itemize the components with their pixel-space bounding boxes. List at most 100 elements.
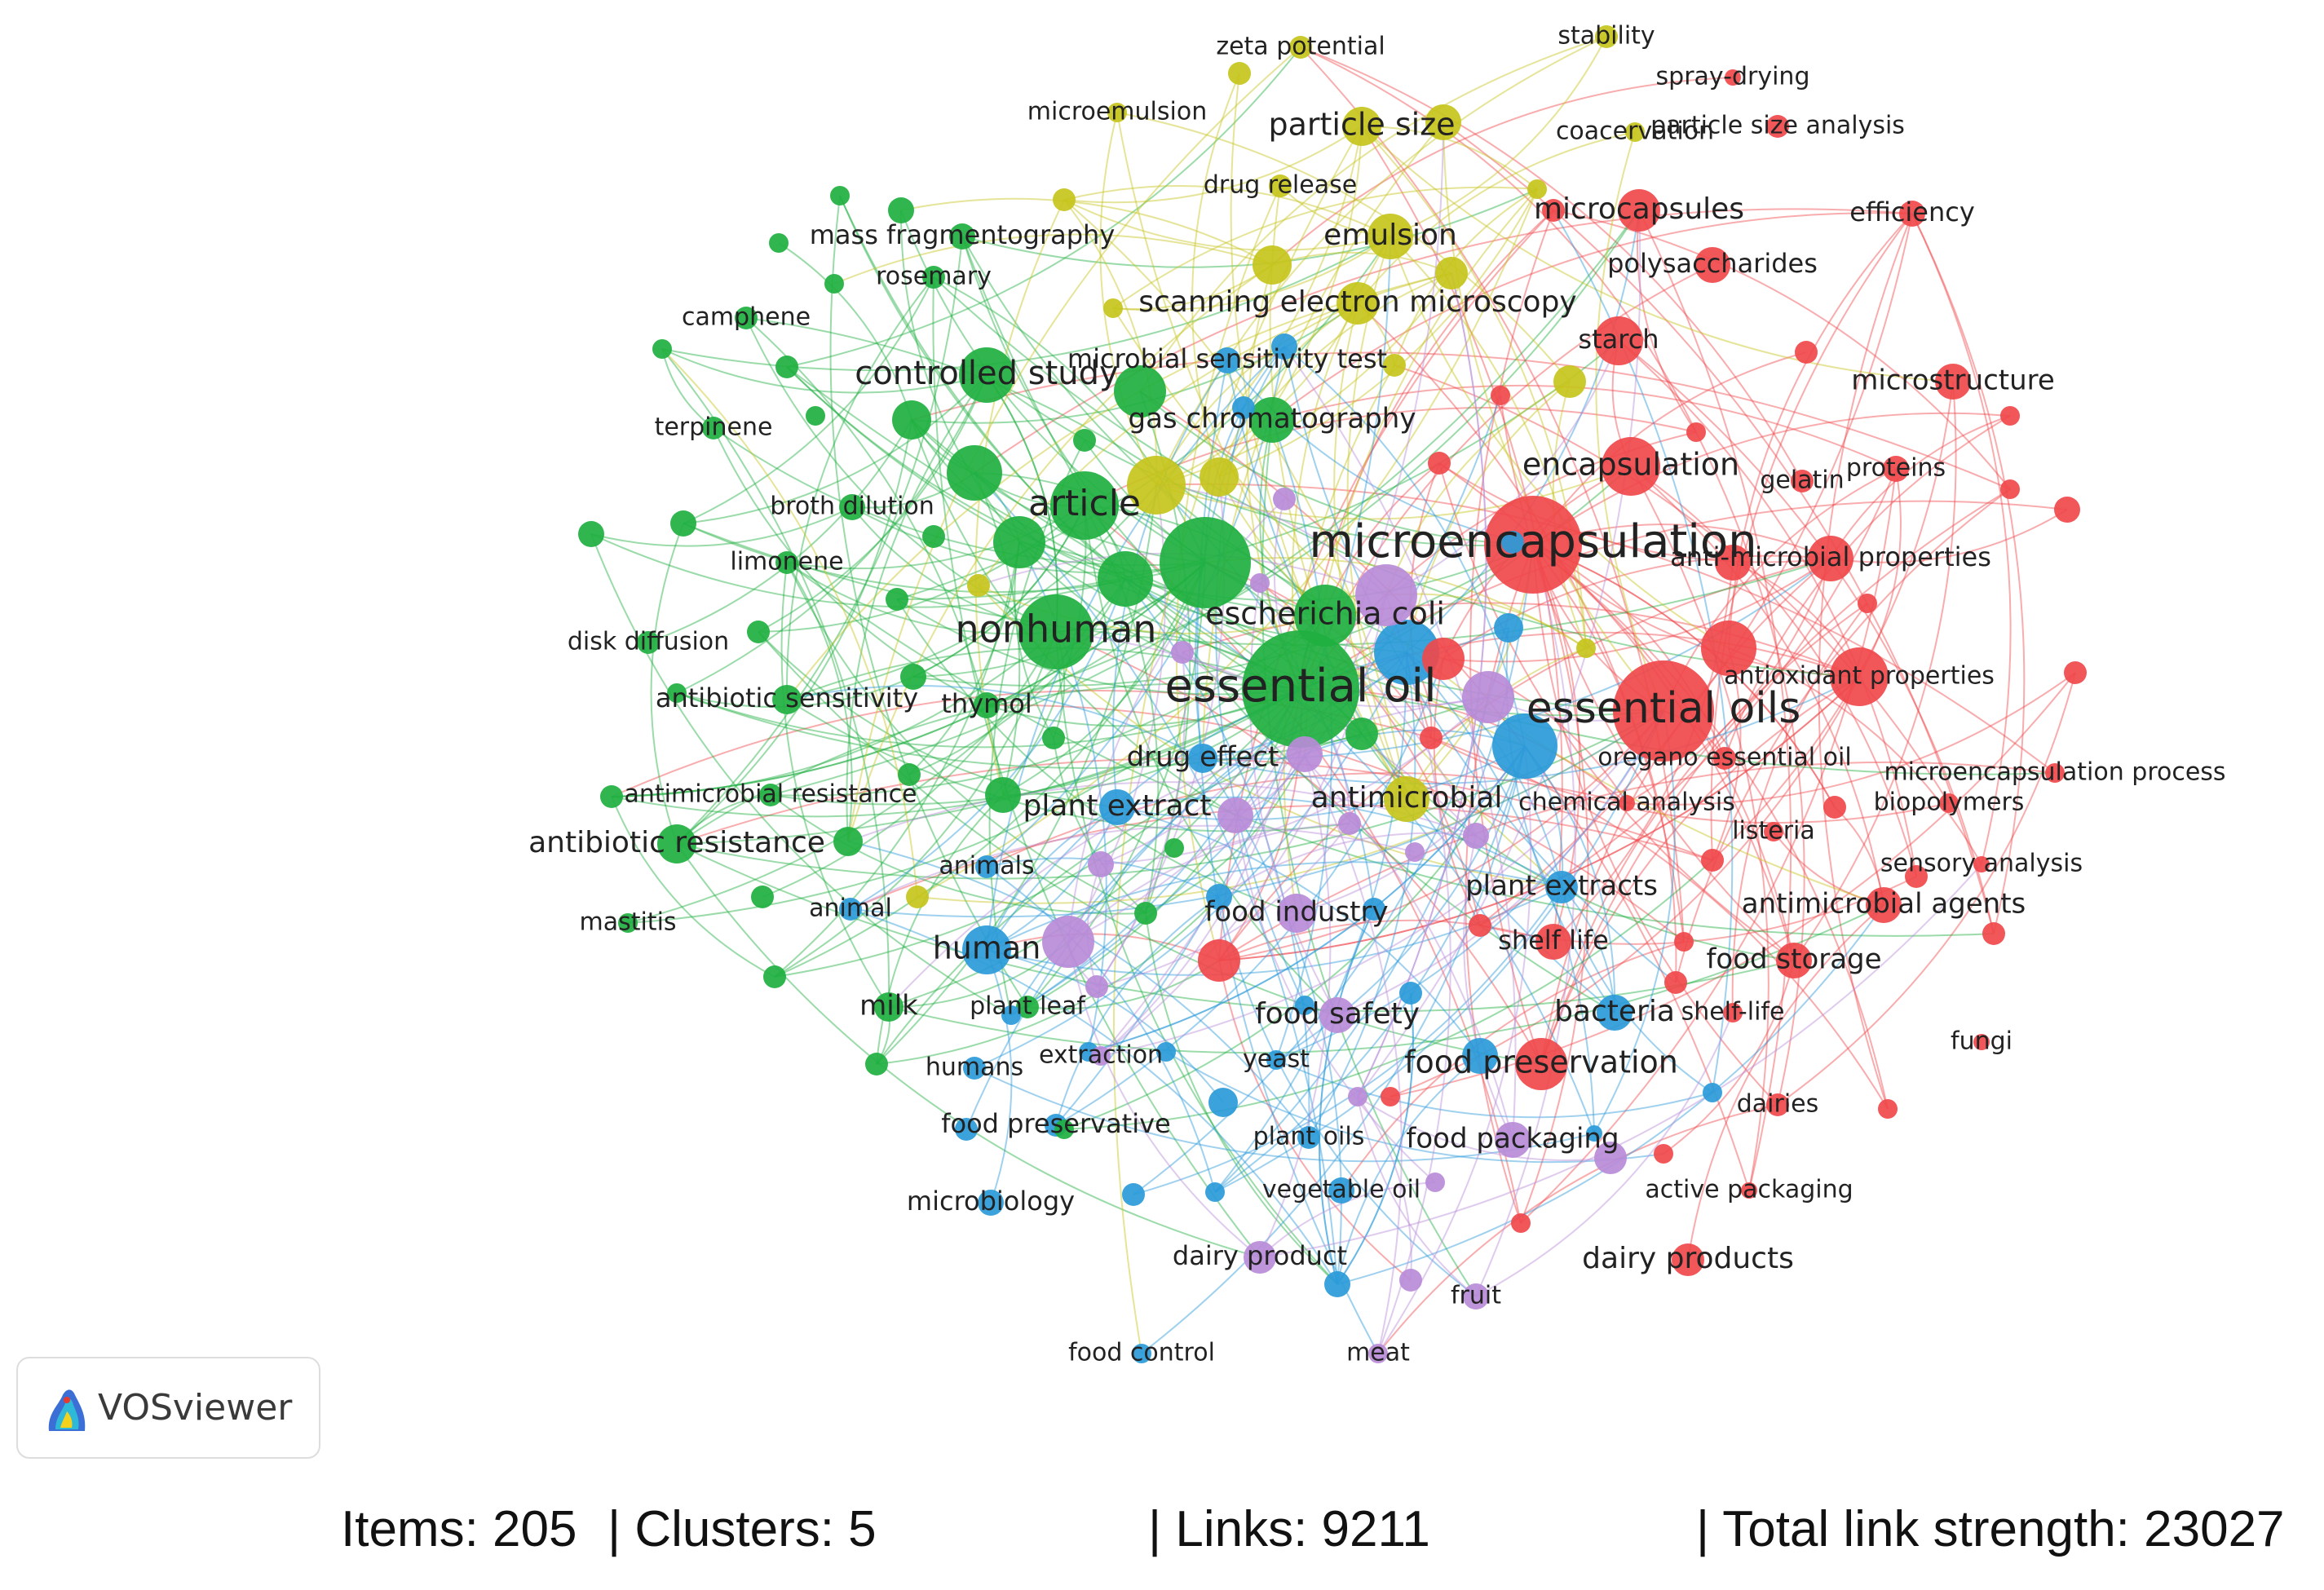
- node-listeria[interactable]: [1764, 822, 1783, 841]
- node-antioxidant-properties[interactable]: [1830, 647, 1889, 706]
- node-unlabeled[interactable]: [1217, 797, 1253, 833]
- node-unlabeled[interactable]: [1715, 545, 1751, 581]
- node-unlabeled[interactable]: [763, 965, 786, 988]
- node-starch[interactable]: [1594, 316, 1643, 365]
- node-food-industry[interactable]: [1277, 894, 1316, 933]
- node-thymol[interactable]: [974, 692, 1000, 718]
- node-unlabeled[interactable]: [1586, 1125, 1602, 1142]
- node-spray-drying[interactable]: [1725, 69, 1741, 86]
- node-unlabeled[interactable]: [769, 233, 789, 253]
- node-dairy-product[interactable]: [1244, 1241, 1276, 1274]
- node-unlabeled[interactable]: [1594, 1142, 1627, 1174]
- node-vegetable-oil[interactable]: [1328, 1177, 1354, 1204]
- node-unlabeled[interactable]: [1399, 982, 1422, 1005]
- node-unlabeled[interactable]: [1381, 1087, 1400, 1106]
- node-unlabeled[interactable]: [1701, 621, 1756, 676]
- node-unlabeled[interactable]: [2054, 497, 2080, 523]
- node-human[interactable]: [962, 925, 1011, 974]
- node-unlabeled[interactable]: [1462, 671, 1514, 723]
- node-meat[interactable]: [1368, 1344, 1388, 1363]
- node-unlabeled[interactable]: [2064, 661, 2087, 684]
- node-unlabeled[interactable]: [751, 886, 774, 908]
- node-broth-dilution[interactable]: [839, 494, 865, 520]
- node-unlabeled[interactable]: [2000, 479, 2020, 499]
- node-unlabeled[interactable]: [1878, 1099, 1898, 1119]
- node-plant-extract[interactable]: [1099, 789, 1135, 825]
- node-particle-size-analysis[interactable]: [1766, 115, 1789, 138]
- node-unlabeled[interactable]: [886, 588, 908, 611]
- node-humans[interactable]: [963, 1057, 986, 1080]
- node-unlabeled[interactable]: [1383, 354, 1406, 377]
- node-camphene[interactable]: [735, 307, 758, 329]
- node-escherichia-coli[interactable]: [1294, 585, 1356, 647]
- node-unlabeled[interactable]: [1127, 456, 1186, 515]
- node-plant-leaf[interactable]: [1016, 996, 1039, 1018]
- node-unlabeled[interactable]: [1463, 823, 1489, 849]
- node-unlabeled[interactable]: [600, 785, 623, 808]
- node-unlabeled[interactable]: [1206, 884, 1232, 910]
- node-anti-microbial-properties[interactable]: [1808, 536, 1853, 581]
- node-oregano-essential-oil[interactable]: [1713, 747, 1736, 770]
- node-shelf-life[interactable]: [1723, 1003, 1743, 1022]
- node-unlabeled[interactable]: [947, 445, 1002, 501]
- node-unlabeled[interactable]: [892, 400, 931, 439]
- node-fungi[interactable]: [1973, 1034, 1990, 1050]
- node-unlabeled[interactable]: [667, 683, 687, 703]
- node-unlabeled[interactable]: [1088, 851, 1114, 877]
- node-antimicrobial[interactable]: [1384, 776, 1429, 822]
- node-unlabeled[interactable]: [1001, 1005, 1021, 1025]
- node-unlabeled[interactable]: [1425, 1173, 1445, 1192]
- node-dairy-products[interactable]: [1672, 1243, 1704, 1276]
- node-unlabeled[interactable]: [1253, 245, 1292, 285]
- node-food-storage[interactable]: [1776, 943, 1812, 978]
- node-disk-diffusion[interactable]: [637, 631, 660, 654]
- node-unlabeled[interactable]: [1674, 932, 1694, 952]
- node-sensory-analysis[interactable]: [1973, 856, 1990, 872]
- node-unlabeled[interactable]: [1494, 613, 1523, 643]
- node-unlabeled[interactable]: [1363, 898, 1385, 921]
- node-unlabeled[interactable]: [1501, 531, 1524, 554]
- node-antimicrobial-resistance[interactable]: [759, 784, 782, 806]
- node-unlabeled[interactable]: [1686, 422, 1706, 442]
- node-unlabeled[interactable]: [1295, 996, 1314, 1015]
- node-stability[interactable]: [1595, 25, 1618, 48]
- node-unlabeled[interactable]: [1271, 333, 1297, 360]
- node-unlabeled[interactable]: [1374, 620, 1439, 685]
- node-unlabeled[interactable]: [1462, 1038, 1498, 1074]
- node-unlabeled[interactable]: [1355, 564, 1417, 626]
- node-unlabeled[interactable]: [1823, 796, 1846, 819]
- node-unlabeled[interactable]: [1054, 1120, 1074, 1139]
- node-unlabeled[interactable]: [1492, 713, 1557, 779]
- node-polysaccharides[interactable]: [1694, 247, 1730, 283]
- node-unlabeled[interactable]: [1428, 452, 1451, 475]
- node-unlabeled[interactable]: [830, 186, 850, 205]
- node-essential-oil[interactable]: [1242, 630, 1359, 748]
- node-unlabeled[interactable]: [1160, 517, 1251, 608]
- node-shelf-life[interactable]: [1535, 924, 1571, 960]
- node-unlabeled[interactable]: [1042, 727, 1065, 749]
- node-active-packaging[interactable]: [1741, 1182, 1757, 1199]
- node-mass-fragmentography[interactable]: [949, 223, 975, 250]
- node-rosemary[interactable]: [922, 266, 945, 289]
- node-food-safety[interactable]: [1319, 997, 1355, 1033]
- node-unlabeled[interactable]: [1703, 1083, 1722, 1102]
- node-unlabeled[interactable]: [1345, 718, 1378, 750]
- node-unlabeled[interactable]: [865, 1053, 888, 1075]
- node-unlabeled[interactable]: [1073, 429, 1096, 452]
- node-proteins[interactable]: [1883, 456, 1909, 482]
- node-unlabeled[interactable]: [1576, 638, 1596, 658]
- node-mastitis[interactable]: [618, 913, 638, 933]
- node-fruit[interactable]: [1463, 1283, 1489, 1310]
- node-unlabeled[interactable]: [1228, 62, 1251, 85]
- node-unlabeled[interactable]: [1982, 922, 2005, 945]
- node-unlabeled[interactable]: [833, 827, 863, 856]
- node-unlabeled[interactable]: [898, 763, 921, 786]
- node-unlabeled[interactable]: [1664, 971, 1687, 994]
- node-unlabeled[interactable]: [1399, 1269, 1422, 1292]
- node-unlabeled[interactable]: [1469, 914, 1491, 937]
- node-food-preservation[interactable]: [1515, 1038, 1567, 1090]
- node-unlabeled[interactable]: [967, 574, 990, 597]
- node-unlabeled[interactable]: [1156, 1042, 1176, 1062]
- node-encapsulation[interactable]: [1602, 437, 1660, 496]
- node-unlabeled[interactable]: [1273, 488, 1296, 510]
